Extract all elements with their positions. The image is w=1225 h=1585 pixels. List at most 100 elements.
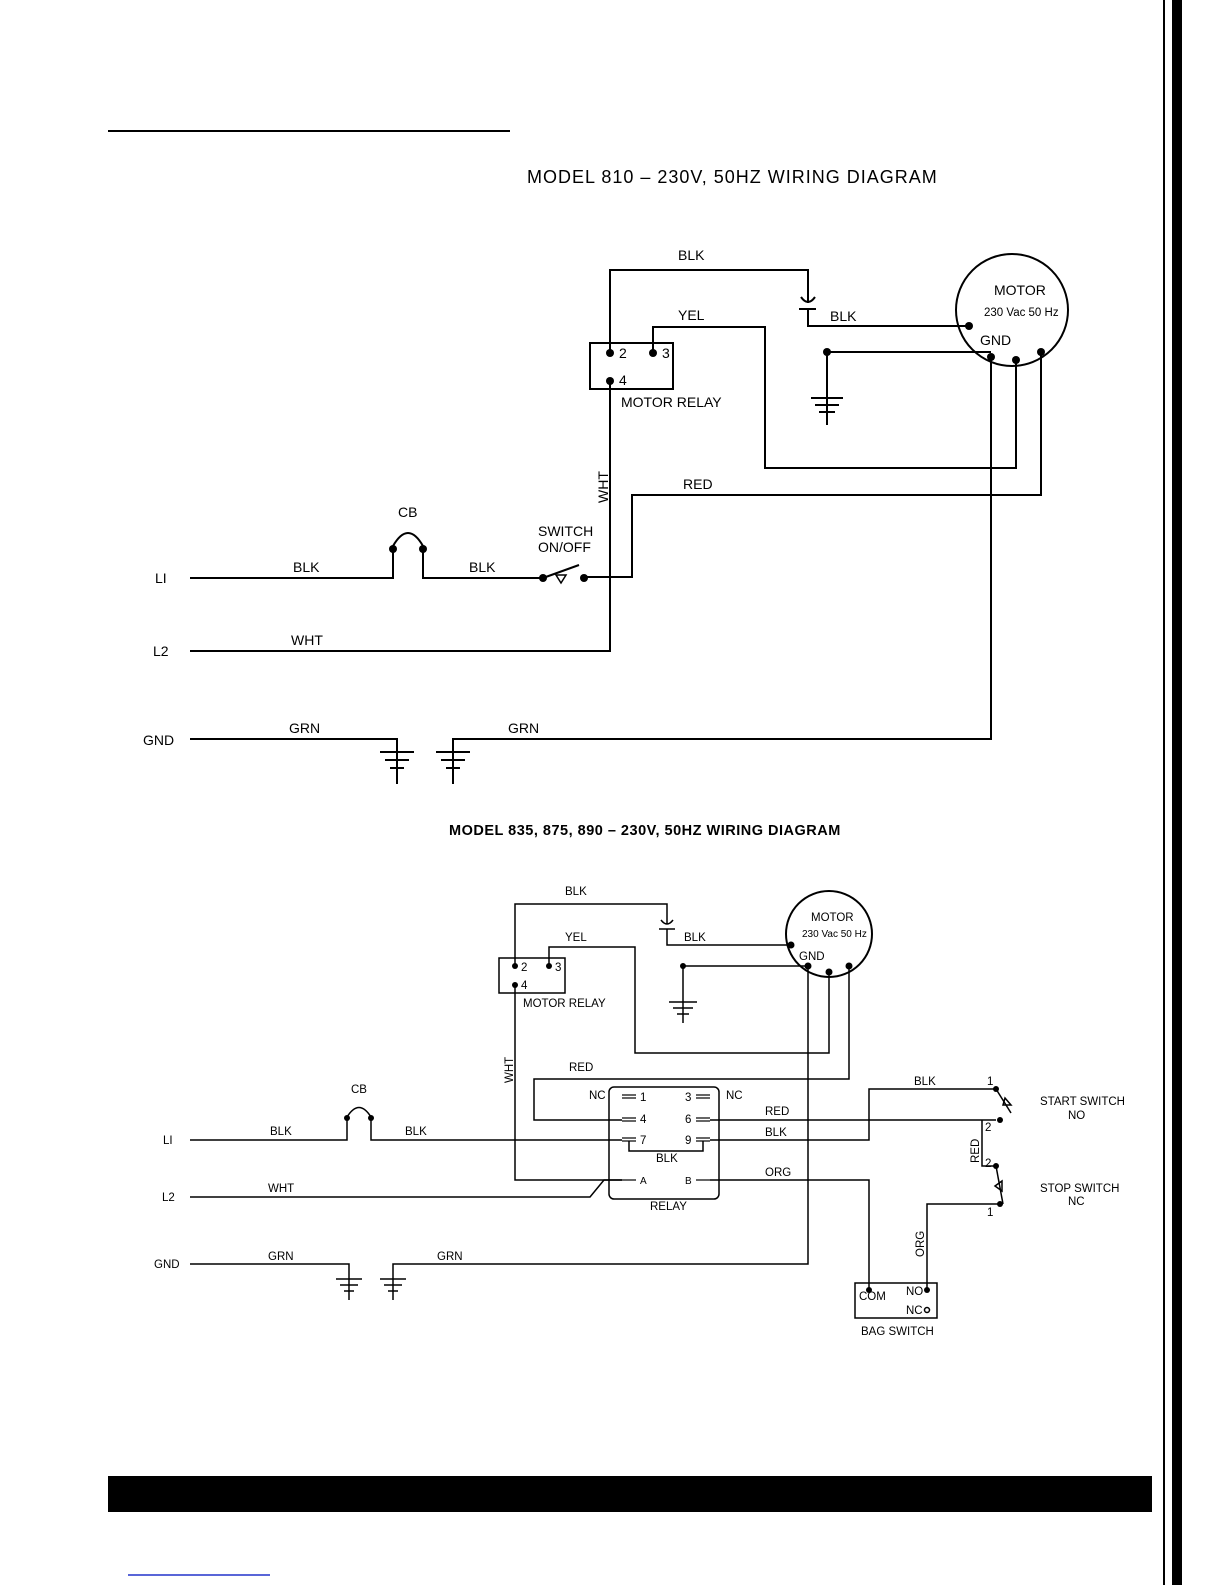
circuit-breaker-835: [346, 1106, 372, 1118]
label-blk-top: BLK: [565, 886, 587, 898]
label-grn-right: GRN: [437, 1251, 463, 1263]
label-switch-on-off: ON/OFF: [538, 539, 591, 555]
diagram2-title: MODEL 835, 875, 890 – 230V, 50HZ WIRING …: [449, 823, 841, 839]
ground-symbol: [436, 751, 470, 784]
ground-symbol: [380, 751, 414, 784]
right-border-bar-thin: [1163, 0, 1165, 1585]
label-blk-cb: BLK: [469, 559, 496, 575]
relay-pin-3: 3: [685, 1092, 691, 1104]
wire-yel: [652, 326, 1017, 469]
wire-red-top: [533, 966, 850, 1121]
cb-terminal: [389, 545, 397, 553]
motor-gnd-label: GND: [980, 332, 1011, 348]
motor-label: MOTOR: [811, 912, 854, 924]
label-wht-l2: WHT: [268, 1183, 294, 1195]
label-yel: YEL: [678, 307, 705, 323]
relay-pin-6: 6: [685, 1114, 691, 1126]
wire-l2-wht: [190, 1179, 622, 1198]
start-switch-type: NO: [1068, 1110, 1085, 1122]
label-wht-vertical: WHT: [504, 1057, 516, 1083]
ground-symbol: [811, 397, 843, 425]
footer-bar: [108, 1476, 1152, 1512]
motor-relay-label: MOTOR RELAY: [621, 394, 722, 410]
label-cb: CB: [398, 504, 417, 520]
label-blk-start: BLK: [914, 1076, 936, 1088]
terminal-l1: LI: [155, 570, 167, 586]
label-red: RED: [683, 476, 713, 492]
bag-switch-terminal-nc: [923, 1306, 931, 1314]
relay-pin-4: 4: [619, 372, 627, 388]
wire-grn-left: [190, 1263, 350, 1279]
motor-relay-810: [589, 342, 674, 390]
wire-grn-right: [452, 357, 992, 752]
relay-pin-4: 4: [521, 980, 528, 992]
label-grn-left: GRN: [268, 1251, 294, 1263]
label-blk-cap: BLK: [684, 932, 706, 944]
wire-red: [584, 352, 1042, 578]
wire-wht-vertical: [514, 985, 622, 1181]
label-blk-l1: BLK: [293, 559, 320, 575]
stop-switch-pin-2: 2: [985, 1158, 991, 1170]
relay-contacts: [622, 1094, 710, 1181]
bag-switch-nc: NC: [906, 1305, 923, 1317]
bag-switch-terminal: [924, 1287, 930, 1293]
diagram1-title: MODEL 810 – 230V, 50HZ WIRING DIAGRAM: [527, 167, 938, 187]
switch-terminal: [580, 574, 588, 582]
wire-org: [710, 1179, 870, 1290]
label-yel: YEL: [565, 932, 587, 944]
terminal-l1: LI: [163, 1135, 173, 1147]
bag-switch-no: NO: [906, 1286, 923, 1298]
motor-relay-835: [498, 957, 566, 994]
relay-pin-B: B: [685, 1176, 692, 1187]
ground-symbol: [380, 1278, 406, 1300]
start-switch-terminal: [997, 1117, 1003, 1123]
terminal-l2: L2: [162, 1192, 175, 1204]
ground-symbol: [336, 1278, 362, 1300]
relay-pin-1: 1: [640, 1092, 646, 1104]
start-switch-actuator: [1002, 1096, 1013, 1106]
relay-pin-3: 3: [555, 962, 561, 974]
wire-l1-blk: [190, 549, 394, 579]
relay-pin-7: 7: [640, 1135, 646, 1147]
start-switch-label: START SWITCH: [1040, 1096, 1125, 1108]
label-blk-cb: BLK: [405, 1126, 427, 1138]
bag-switch-label: BAG SWITCH: [861, 1326, 934, 1338]
stop-switch-label: STOP SWITCH: [1040, 1183, 1119, 1195]
relay-pin-2: 2: [619, 345, 627, 361]
relay-nc-right: NC: [726, 1090, 743, 1102]
start-switch-pin-2: 2: [985, 1122, 991, 1134]
right-border-bar: [1172, 0, 1182, 1585]
wire-blk-cap-motor: [666, 929, 791, 946]
wire-org-vertical: [926, 1203, 1000, 1290]
wire-blk-9: [710, 1088, 996, 1141]
label-wht-l2: WHT: [291, 632, 323, 648]
relay-label: RELAY: [650, 1201, 687, 1213]
switch-actuator: [554, 574, 568, 585]
label-wht-vertical: WHT: [595, 471, 611, 503]
wire-wht-vertical: [190, 381, 611, 652]
wire-cb-blk: [370, 1118, 622, 1141]
label-red-top: RED: [569, 1062, 593, 1074]
label-red-vertical: RED: [970, 1139, 982, 1163]
terminal-gnd: GND: [154, 1259, 180, 1271]
label-grn-left: GRN: [289, 720, 320, 736]
wire-cb-blk: [422, 549, 543, 579]
terminal-l2: L2: [153, 643, 169, 659]
switch-on-off-810: [542, 564, 580, 579]
motor-rating: 230 Vac 50 Hz: [984, 307, 1059, 319]
stop-switch-actuator: [993, 1179, 1003, 1193]
label-blk-l1: BLK: [270, 1126, 292, 1138]
relay-pin-9: 9: [685, 1135, 691, 1147]
motor-810: [955, 253, 1069, 367]
label-switch: SWITCH: [538, 523, 593, 539]
relay-nc-left: NC: [589, 1090, 606, 1102]
motor-gnd-label: GND: [799, 951, 825, 963]
diagram-model-835-875-890: MODEL 835, 875, 890 – 230V, 50HZ WIRING …: [154, 823, 1125, 1338]
relay-pin-A: A: [640, 1176, 647, 1187]
wire-blk-top: [514, 903, 668, 966]
label-org: ORG: [765, 1167, 791, 1179]
bag-switch-terminal: [866, 1287, 872, 1293]
relay-pin-3: 3: [662, 345, 670, 361]
wire-red-vertical: [981, 1120, 996, 1167]
